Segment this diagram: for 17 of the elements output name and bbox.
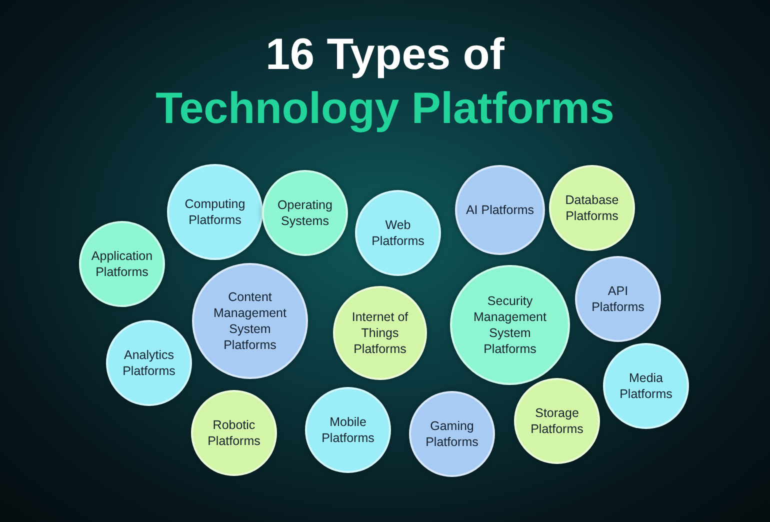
title: 16 Types of Technology Platforms xyxy=(154,29,616,135)
platform-label: Storage Platforms xyxy=(530,405,584,437)
platform-label: Mobile Platforms xyxy=(320,414,376,446)
platform-label: Content Management System Platforms xyxy=(212,289,288,353)
platform-label: Database Platforms xyxy=(564,192,620,224)
platform-label: Web Platforms xyxy=(370,217,426,249)
platform-label: Application Platforms xyxy=(90,248,154,280)
platform-label: Internet of Things Platforms xyxy=(350,309,410,357)
platform-label: Media Platforms xyxy=(618,370,674,402)
platform-label: Computing Platforms xyxy=(184,196,246,228)
platform-label: Operating Systems xyxy=(276,197,334,229)
platform-label: Analytics Platforms xyxy=(122,347,176,379)
platform-label: Security Management System Platforms xyxy=(472,293,548,357)
platform-label: Gaming Platforms xyxy=(424,418,480,450)
platform-label: Robotic Platforms xyxy=(206,417,262,449)
platform-label: API Platforms xyxy=(590,283,646,315)
platform-label: AI Platforms xyxy=(464,202,536,218)
